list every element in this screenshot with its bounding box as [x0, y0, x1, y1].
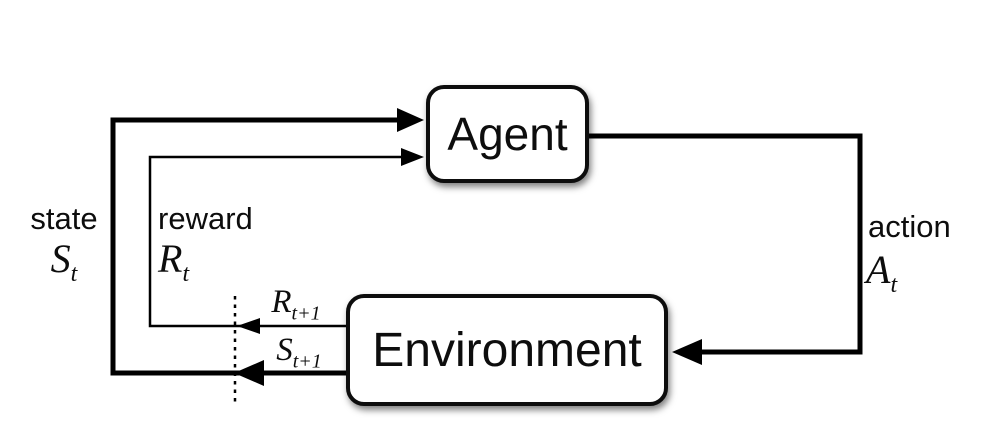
next-reward-label: Rt+1: [256, 284, 336, 324]
action-symbol-label: At: [866, 247, 897, 298]
environment-box-label: Environment: [372, 323, 642, 377]
reward-subscript: t: [182, 261, 190, 287]
action-symbol: A: [866, 247, 891, 292]
state-into-agent-arrowhead-icon: [397, 108, 424, 132]
next-state-symbol: S: [276, 332, 293, 368]
next-reward-subscript: t+1: [291, 302, 321, 325]
agent-box-label: Agent: [447, 108, 568, 160]
state-subscript: t: [70, 261, 78, 287]
reward-symbol-label: Rt: [158, 236, 189, 287]
state-symbol-label: St: [18, 236, 110, 287]
next-state-label: St+1: [259, 332, 339, 372]
next-state-arrowhead-icon: [234, 360, 264, 386]
action-subscript: t: [890, 272, 898, 298]
next-reward-symbol: R: [271, 284, 292, 320]
action-line: [589, 133, 863, 355]
environment-box: Environment: [346, 294, 668, 406]
state-symbol: S: [50, 236, 71, 281]
action-word-label: action: [868, 209, 951, 244]
state-word-label: state: [30, 201, 98, 236]
action-into-environment-arrowhead-icon: [672, 339, 702, 365]
next-state-subscript: t+1: [292, 350, 322, 373]
reward-symbol: R: [158, 236, 183, 281]
reward-into-agent-arrowhead-icon: [401, 148, 424, 166]
reward-word-label: reward: [158, 201, 253, 236]
next-reward-arrowhead-icon: [237, 318, 260, 334]
state-line: [110, 117, 400, 376]
agent-box: Agent: [426, 85, 589, 183]
